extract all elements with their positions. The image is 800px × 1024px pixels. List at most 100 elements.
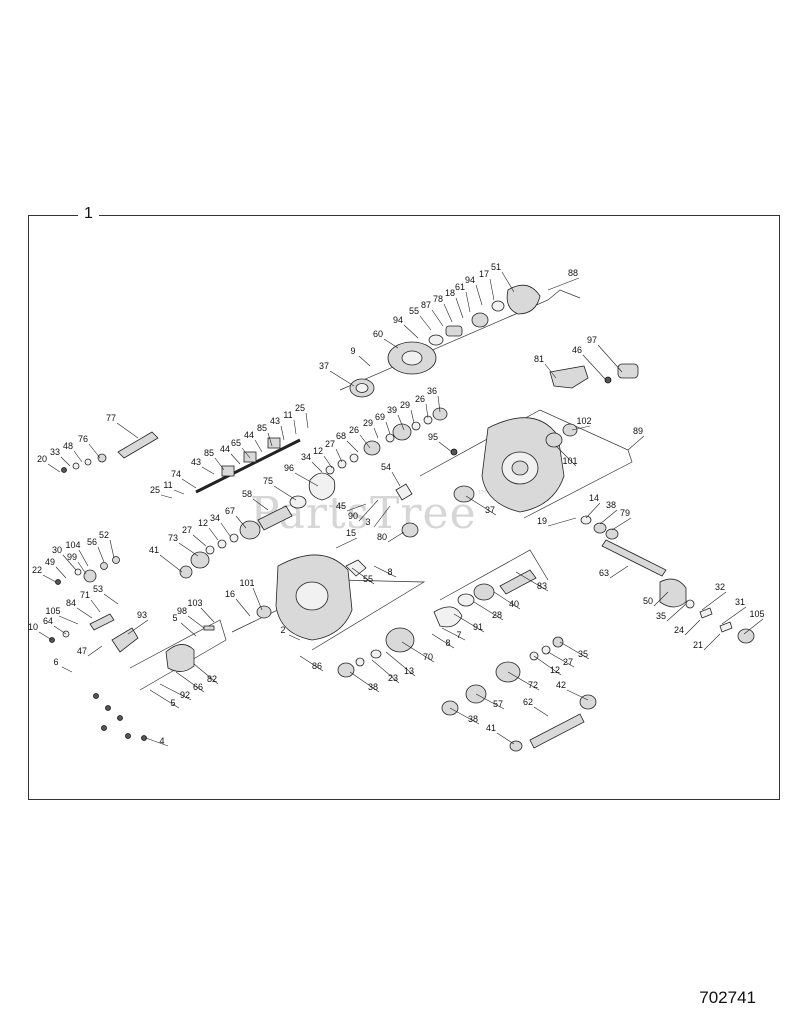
callout-number: 38 bbox=[468, 714, 478, 724]
leader-line bbox=[544, 363, 557, 379]
callout-number: 57 bbox=[493, 699, 503, 709]
leader-line bbox=[193, 663, 219, 685]
callout-number: 43 bbox=[191, 457, 201, 467]
shaft-83 bbox=[499, 569, 537, 595]
callout-8: 8 bbox=[431, 633, 455, 649]
assembly-frame bbox=[28, 215, 780, 800]
leader-line bbox=[515, 571, 549, 592]
leader-line bbox=[58, 615, 79, 625]
callout-64: 64 bbox=[43, 616, 67, 635]
leader-line bbox=[473, 601, 504, 621]
callout-70: 70 bbox=[401, 641, 435, 663]
callout-number: 38 bbox=[606, 500, 616, 510]
washer-69 bbox=[385, 433, 395, 443]
callout-number: 97 bbox=[587, 335, 597, 345]
callout-number: 79 bbox=[620, 508, 630, 518]
callout-5: 5 bbox=[172, 613, 197, 637]
callout-55: 55 bbox=[351, 567, 375, 585]
leader-line bbox=[178, 542, 199, 557]
bolt-4e bbox=[125, 733, 131, 739]
washer-27 bbox=[349, 453, 359, 463]
callout-73: 73 bbox=[168, 533, 199, 557]
callout-95: 95 bbox=[428, 432, 453, 453]
callout-25: 25 bbox=[150, 485, 173, 499]
callout-number: 18 bbox=[445, 288, 455, 298]
bearing-35 bbox=[552, 636, 564, 648]
callout-number: 16 bbox=[225, 589, 235, 599]
callout-number: 85 bbox=[257, 423, 267, 433]
pin-98 bbox=[203, 625, 215, 631]
callout-number: 27 bbox=[563, 657, 573, 667]
leader-line bbox=[597, 344, 623, 373]
callout-42: 42 bbox=[556, 680, 589, 701]
leader-line bbox=[397, 414, 405, 431]
callout-26: 26 bbox=[415, 394, 429, 419]
bearing-102 bbox=[562, 423, 578, 437]
callout-75: 75 bbox=[263, 476, 297, 501]
leader-line bbox=[493, 591, 521, 610]
callout-27: 27 bbox=[325, 439, 343, 463]
callout-number: 22 bbox=[32, 565, 42, 575]
leader-line bbox=[501, 271, 515, 293]
callout-46: 46 bbox=[572, 345, 607, 381]
callout-21: 21 bbox=[693, 633, 721, 651]
callout-97: 97 bbox=[587, 335, 623, 373]
leader-line bbox=[373, 505, 391, 528]
callout-31: 31 bbox=[721, 597, 747, 625]
callout-number: 5 bbox=[172, 613, 177, 623]
callout-44: 44 bbox=[220, 444, 241, 465]
callout-80: 80 bbox=[377, 531, 405, 543]
callout-47: 47 bbox=[77, 645, 103, 657]
callout-number: 11 bbox=[283, 410, 292, 420]
callout-25: 25 bbox=[295, 403, 309, 429]
callout-103: 103 bbox=[187, 598, 215, 623]
leader-line bbox=[230, 453, 241, 465]
callout-96: 96 bbox=[284, 463, 319, 487]
callout-number: 64 bbox=[43, 616, 53, 626]
leader-line bbox=[97, 546, 105, 563]
callout-number: 29 bbox=[363, 418, 373, 428]
callout-71: 71 bbox=[80, 590, 101, 613]
clip-35b bbox=[685, 599, 695, 609]
leader-line bbox=[475, 284, 483, 306]
callout-41: 41 bbox=[149, 545, 183, 573]
leader-line bbox=[373, 427, 379, 439]
leader-line bbox=[533, 706, 549, 717]
washer-34b bbox=[229, 533, 239, 543]
gear-61 bbox=[471, 312, 489, 328]
callout-number: 89 bbox=[633, 426, 643, 436]
callout-90: 90 bbox=[348, 499, 379, 522]
callout-34: 34 bbox=[210, 513, 231, 537]
callout-number: 34 bbox=[210, 513, 220, 523]
callout-layer: 8851179461187887559460937814697362629396… bbox=[28, 262, 765, 747]
leader-line bbox=[38, 631, 53, 641]
callout-4: 4 bbox=[145, 736, 169, 747]
callout-number: 102 bbox=[576, 416, 591, 426]
callout-number: 29 bbox=[400, 400, 410, 410]
callout-number: 25 bbox=[150, 485, 160, 495]
callout-10: 10 bbox=[28, 622, 53, 641]
callout-number: 7 bbox=[456, 630, 461, 640]
callout-17: 17 bbox=[479, 269, 495, 301]
callout-62: 62 bbox=[523, 697, 549, 717]
bracket-93 bbox=[111, 627, 139, 653]
leader-line bbox=[419, 315, 432, 331]
bearing-41-upper bbox=[179, 565, 193, 579]
callout-99: 99 bbox=[67, 552, 87, 575]
callout-45: 45 bbox=[336, 501, 367, 512]
bolt-46 bbox=[604, 376, 612, 384]
callout-44: 44 bbox=[244, 430, 263, 453]
leader-line bbox=[437, 395, 441, 413]
callout-number: 31 bbox=[735, 597, 745, 607]
callout-number: 78 bbox=[433, 294, 443, 304]
bolt-4d bbox=[101, 725, 107, 731]
callout-number: 98 bbox=[177, 606, 187, 616]
leader-line bbox=[383, 338, 399, 349]
callout-2: 2 bbox=[280, 625, 301, 641]
callout-number: 12 bbox=[198, 518, 208, 528]
callout-number: 88 bbox=[568, 268, 578, 278]
callout-34: 34 bbox=[301, 452, 323, 473]
callout-87: 87 bbox=[421, 300, 444, 327]
